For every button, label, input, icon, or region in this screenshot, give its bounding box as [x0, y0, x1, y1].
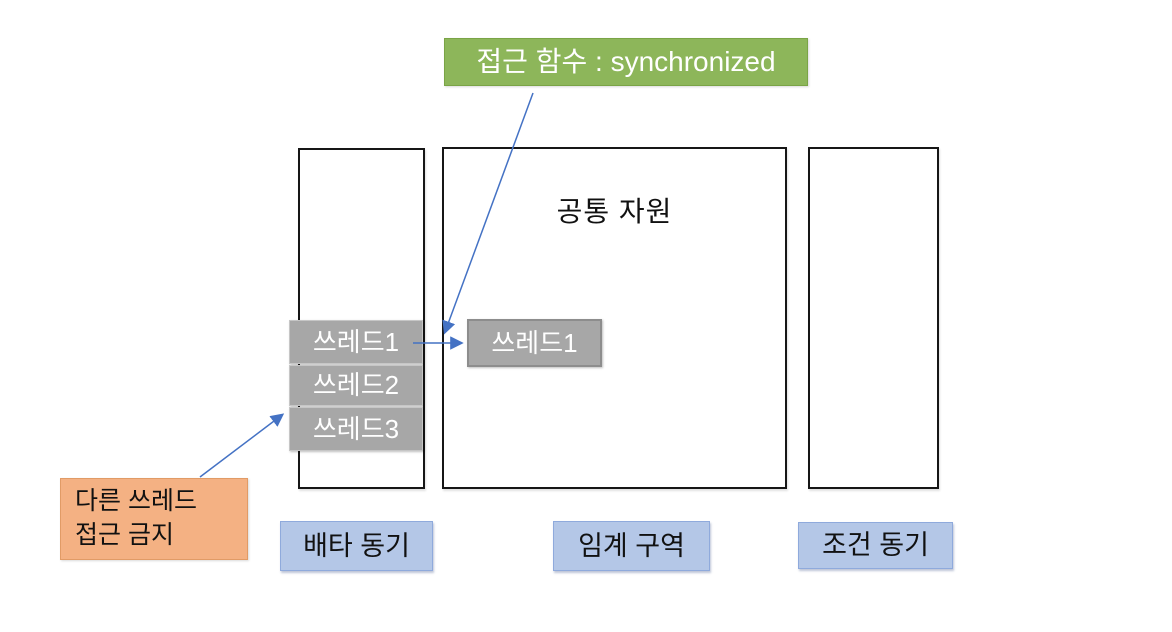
conditional-sync-region: [808, 147, 939, 489]
access-function-callout: 접근 함수 : synchronized: [444, 38, 808, 86]
thread-queue-item-2: 쓰레드2: [289, 365, 423, 406]
thread-in-critical-section: 쓰레드1: [467, 319, 602, 367]
no-access-callout: 다른 쓰레드 접근 금지: [60, 478, 248, 560]
no-access-callout-line-2: 접근 금지: [75, 521, 174, 549]
label-critical-section: 임계 구역: [553, 521, 710, 571]
arrow-no-access-to-thread-queue: [199, 413, 285, 478]
common-resource-label: 공통 자원: [556, 196, 673, 227]
label-conditional-sync: 조건 동기: [798, 522, 953, 569]
thread-queue-item-3: 쓰레드3: [289, 407, 423, 451]
label-exclusive-sync: 배타 동기: [280, 521, 433, 571]
no-access-callout-line-1: 다른 쓰레드: [75, 487, 197, 515]
thread-queue-item-1: 쓰레드1: [289, 320, 423, 364]
thread-queue: 쓰레드1 쓰레드2 쓰레드3: [289, 320, 423, 452]
